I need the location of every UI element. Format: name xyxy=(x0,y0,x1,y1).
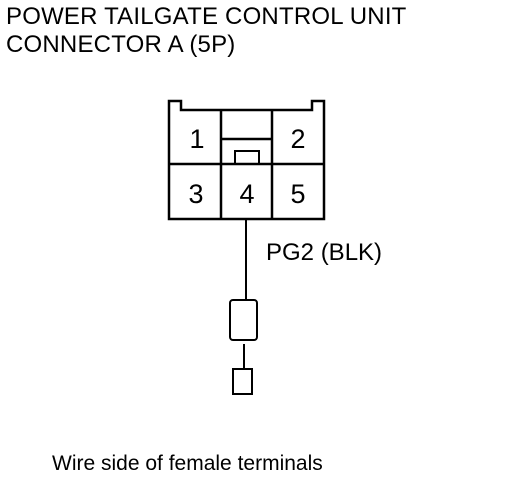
pin-3-label: 3 xyxy=(188,179,203,209)
pin-4-label: 4 xyxy=(239,179,254,209)
pin-2-label: 2 xyxy=(290,124,305,154)
pin-5-label: 5 xyxy=(290,179,305,209)
pin-1-label: 1 xyxy=(189,124,204,154)
terminal-symbol-female xyxy=(229,299,258,341)
terminal-symbol-ground xyxy=(232,368,253,395)
diagram-title-line-2: CONNECTOR A (5P) xyxy=(6,31,236,58)
diagram-title-line-1: POWER TAILGATE CONTROL UNIT xyxy=(6,3,407,30)
diagram-caption: Wire side of female terminals xyxy=(52,452,323,475)
connector-key xyxy=(234,150,260,165)
wire-label: PG2 (BLK) xyxy=(266,239,382,266)
